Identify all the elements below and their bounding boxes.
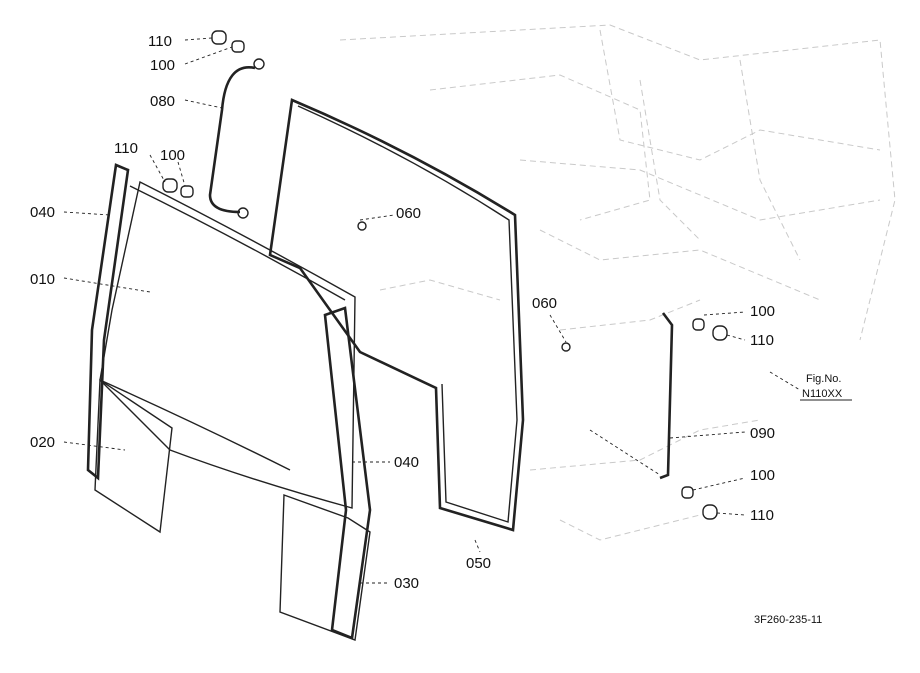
callout-060-right: 060 — [532, 295, 557, 312]
leader-lines — [63, 37, 801, 584]
callout-010: 010 — [30, 271, 55, 288]
background-cab-frame — [339, 24, 896, 541]
callout-060-mid: 060 — [396, 205, 421, 222]
callout-110-right-top: 110 — [750, 332, 774, 349]
callout-040-left: 040 — [30, 204, 55, 221]
weatherstrip-inner-edge — [297, 105, 518, 523]
cap-110-top — [211, 30, 227, 45]
bolt-100-right-top — [692, 318, 705, 331]
callout-100-right-bot: 100 — [750, 467, 775, 484]
callout-100-right-top: 100 — [750, 303, 775, 320]
callout-100-top: 100 — [150, 57, 175, 74]
fig-no-label: Fig.No. — [806, 373, 841, 385]
glass-top-edge — [129, 185, 346, 301]
glass-lower-curve — [99, 379, 291, 471]
callout-110-right-bot: 110 — [750, 507, 774, 524]
handle-end-top — [253, 58, 265, 70]
pane-030 — [279, 494, 371, 641]
bolt-100-top — [231, 40, 245, 53]
cap-110-right-top — [712, 325, 728, 341]
side-seal-040-mid — [323, 306, 372, 640]
weatherstrip-050 — [268, 98, 525, 532]
handle-bar-080 — [208, 66, 256, 214]
handle-end-bottom — [237, 207, 249, 219]
callout-040-mid: 040 — [394, 454, 419, 471]
fig-no-value: N110XX — [802, 388, 843, 400]
callout-100-mid: 100 — [160, 147, 185, 164]
callout-110-mid: 110 — [114, 140, 138, 157]
cap-110-right-bot — [702, 504, 718, 520]
callout-050: 050 — [466, 555, 491, 572]
callout-090: 090 — [750, 425, 775, 442]
handle-bar-090 — [659, 312, 674, 480]
glass-010 — [99, 180, 356, 509]
bolt-100-right-bot — [681, 486, 694, 499]
pane-020 — [94, 378, 173, 534]
bolt-100-mid — [180, 185, 194, 198]
clip-060-right — [561, 342, 571, 352]
callout-080: 080 — [150, 93, 175, 110]
callout-020: 020 — [30, 434, 55, 451]
drawing-code: 3F260-235-11 — [754, 614, 822, 626]
callout-030: 030 — [394, 575, 419, 592]
side-seal-040-left — [86, 163, 130, 481]
clip-060-mid — [357, 221, 367, 231]
callout-110-top: 110 — [148, 33, 172, 50]
cap-110-mid — [162, 178, 178, 193]
